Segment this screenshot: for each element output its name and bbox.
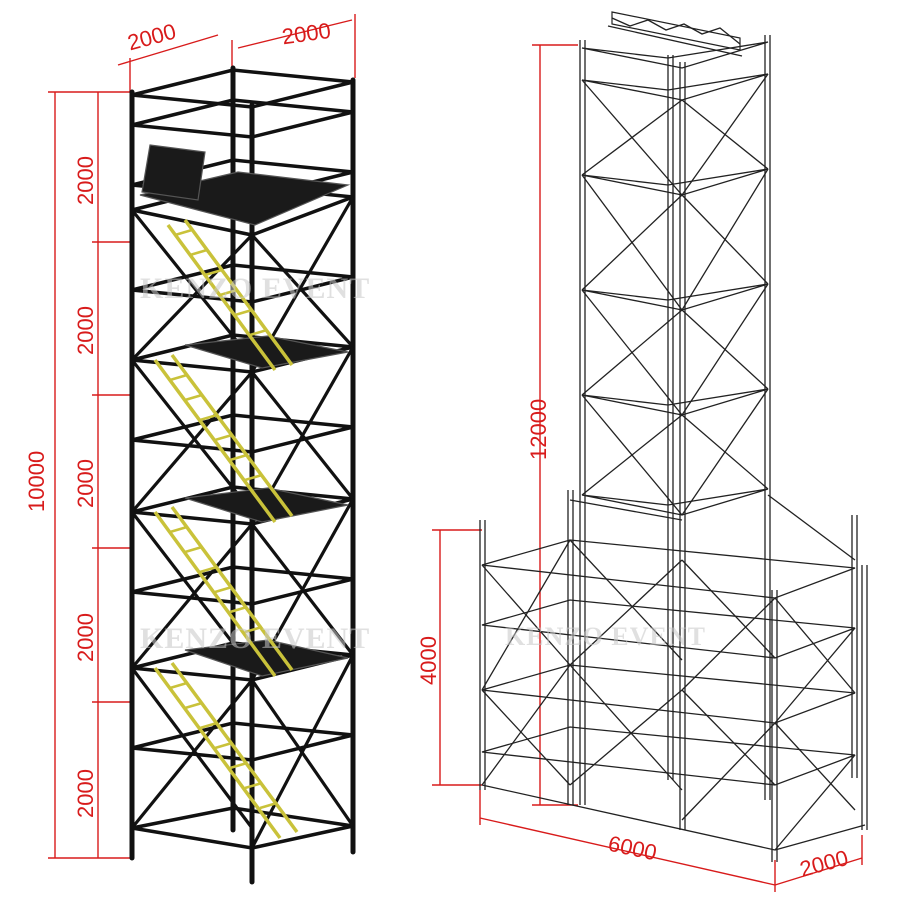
left-width-dimension-lines [117,14,356,92]
tall-section-posts [579,35,771,830]
right-base-depth-label: 2000 [797,845,851,882]
left-watermark-lower: KENZO EVENT [140,622,370,655]
left-total-height-label: 10000 [24,451,49,512]
low-section-braces [481,494,856,851]
right-low-height-label: 4000 [416,636,441,685]
left-watermark: KENZO EVENT [140,272,370,305]
left-tower-ladders [153,218,299,840]
left-level-height-5: 2000 [73,769,98,818]
left-level-height-2: 2000 [73,306,98,355]
right-watermark: KENZO EVENT [505,622,706,651]
left-tower-decks [139,144,351,677]
left-level-height-1: 2000 [73,156,98,205]
right-dimension-lines [432,44,863,892]
left-height-dimension-lines [48,91,130,859]
right-scaffold-tower: 12000 4000 6000 2000 [416,11,868,892]
left-width-dimension-2: 2000 [280,18,332,50]
left-level-height-4: 2000 [73,613,98,662]
left-level-height-3: 2000 [73,459,98,508]
right-tall-height-label: 12000 [526,399,551,460]
left-scaffold-tower: 2000 2000 10000 2000 2000 2000 2000 2000 [24,14,370,885]
tall-section-braces [581,73,769,516]
right-base-length-label: 6000 [606,831,659,866]
